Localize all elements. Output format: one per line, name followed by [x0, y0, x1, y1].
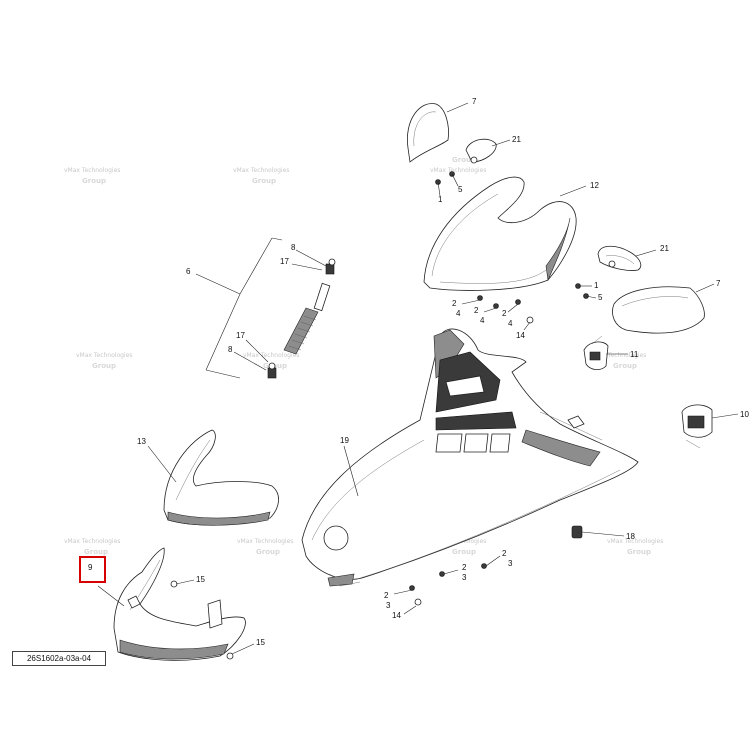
- callout-21: 21: [660, 244, 669, 253]
- callout-2: 2: [502, 309, 507, 318]
- watermarks: vMax Technologies Group vMax Technologie…: [64, 156, 663, 556]
- part-7-top-visor: 7: [406, 97, 477, 163]
- part-18-clip: 18: [571, 525, 635, 541]
- callout-12: 12: [590, 181, 599, 190]
- callout-2: 2: [384, 591, 389, 600]
- watermark: vMax Technologies: [243, 352, 299, 359]
- watermark: vMax Technologies: [64, 538, 120, 545]
- callout-8: 8: [228, 345, 233, 354]
- callout-7: 7: [716, 279, 721, 288]
- callout-2: 2: [474, 306, 479, 315]
- callout-1: 1: [594, 281, 599, 290]
- part-21-top-bracket: 21 5 1: [435, 135, 521, 204]
- callout-1: 1: [438, 195, 443, 204]
- callout-7: 7: [472, 97, 477, 106]
- watermark: vMax Technologies: [237, 538, 293, 545]
- callout-2: 2: [452, 299, 457, 308]
- watermark: vMax Technologies: [590, 352, 646, 359]
- callout-14: 14: [392, 611, 401, 620]
- watermark-group: Group: [452, 156, 476, 164]
- callout-17: 17: [280, 257, 289, 266]
- callout-15: 15: [196, 575, 205, 584]
- watermark-group: Group: [92, 362, 116, 370]
- callout-4: 4: [508, 319, 513, 328]
- reference-code: 26S1602a-03a-04: [12, 651, 106, 666]
- callout-9-highlighted: 9: [88, 563, 93, 572]
- callout-6: 6: [186, 267, 191, 276]
- part-21-right-bracket: 21 1 5: [575, 244, 669, 302]
- callout-13: 13: [137, 437, 146, 446]
- callout-11: 11: [630, 350, 639, 359]
- callout-4: 4: [456, 309, 461, 318]
- watermark-group: Group: [627, 548, 651, 556]
- watermark: vMax Technologies: [607, 538, 663, 545]
- callout-17: 17: [236, 331, 245, 340]
- watermark-group: Group: [252, 177, 276, 185]
- watermark: vMax Technologies: [76, 352, 132, 359]
- watermark-group: Group: [256, 548, 280, 556]
- callout-21: 21: [512, 135, 521, 144]
- highlight-box[interactable]: [79, 556, 106, 583]
- part-6-gas-spring: 6 8 17 17 8: [186, 237, 336, 379]
- watermark-group: Group: [613, 362, 637, 370]
- fasteners-lower: 2 3 14 2 3 2 3: [384, 549, 513, 620]
- part-11-latch: 11: [583, 335, 639, 370]
- callout-14: 14: [516, 331, 525, 340]
- part-9-front-cover: [97, 547, 246, 661]
- callout-15: 15: [256, 638, 265, 647]
- watermark: vMax Technologies: [233, 167, 289, 174]
- part-10-latch: 10: [681, 404, 749, 449]
- part-19-hull-top: 19: [301, 328, 639, 587]
- part-13-nose-cover: 13: [137, 429, 279, 526]
- watermark-group: Group: [82, 177, 106, 185]
- callout-2: 2: [462, 563, 467, 572]
- callout-3: 3: [508, 559, 513, 568]
- callout-3: 3: [462, 573, 467, 582]
- watermark: vMax Technologies: [64, 167, 120, 174]
- callout-18: 18: [626, 532, 635, 541]
- callout-5: 5: [458, 185, 463, 194]
- callout-8: 8: [291, 243, 296, 252]
- callout-19: 19: [340, 436, 349, 445]
- callout-5: 5: [598, 293, 603, 302]
- watermark-group: Group: [84, 548, 108, 556]
- fasteners-upper: 2 4 2 4 2 4 14: [452, 295, 534, 340]
- callout-2: 2: [502, 549, 507, 558]
- part-12-windshield: 12: [423, 176, 599, 291]
- part-7-right-visor: 7: [612, 279, 721, 334]
- callout-3: 3: [386, 601, 391, 610]
- callout-10: 10: [740, 410, 749, 419]
- part-15-fasteners: 15 15: [170, 575, 265, 660]
- watermark-group: Group: [452, 548, 476, 556]
- callout-4: 4: [480, 316, 485, 325]
- watermark: vMax Technologies: [430, 167, 486, 174]
